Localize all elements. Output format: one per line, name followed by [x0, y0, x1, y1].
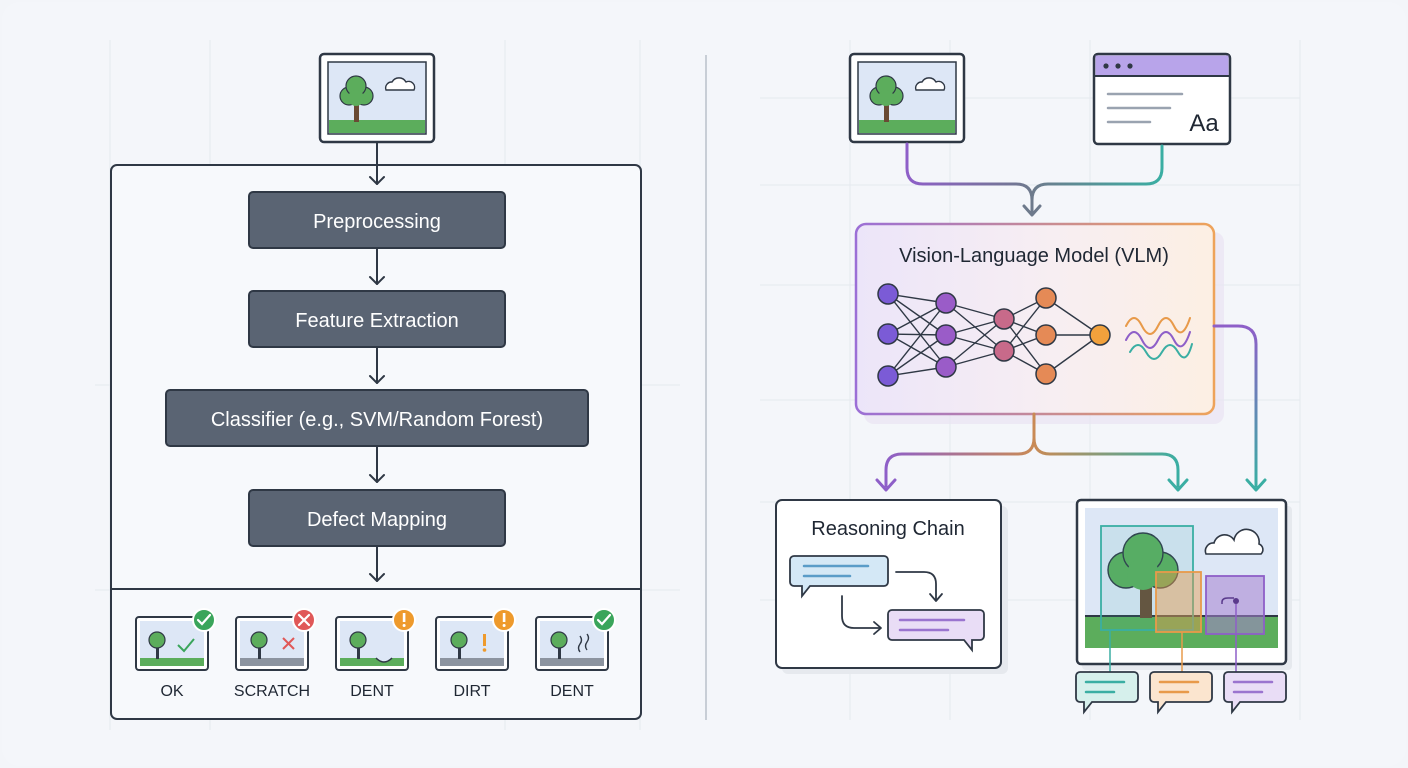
step-label: Preprocessing	[313, 211, 441, 233]
output-wires	[884, 324, 1258, 488]
check-mark-icon	[177, 638, 195, 653]
result-dirt: DIRT	[435, 608, 516, 700]
callout-teal	[1075, 671, 1139, 715]
step-label: Feature Extraction	[295, 310, 458, 332]
pipeline-arrows	[369, 141, 385, 582]
tree-icon	[250, 631, 268, 659]
result-label: DIRT	[453, 683, 490, 700]
cloud-icon	[914, 77, 946, 91]
input-image-left	[318, 52, 436, 144]
dent-mark-icon	[375, 657, 393, 663]
result-label: OK	[160, 683, 183, 700]
callout-orange	[1149, 671, 1213, 715]
step-label: Classifier (e.g., SVM/Random Forest)	[211, 409, 543, 431]
reasoning-title: Reasoning Chain	[811, 518, 964, 540]
bbox-teal	[1100, 525, 1194, 631]
ok-badge-icon	[192, 608, 216, 632]
dirt-mark-icon	[482, 634, 487, 652]
signal-wave-icon	[1125, 317, 1193, 360]
annotated-image-card	[1075, 498, 1292, 670]
pipeline-step-feature-extraction: Feature Extraction	[248, 290, 506, 348]
input-image-right	[848, 52, 966, 144]
scratch-mark-icon	[282, 637, 295, 650]
callout-connectors	[1109, 604, 1237, 672]
output-arrowheads	[875, 478, 1267, 492]
result-label: SCRATCH	[234, 683, 310, 700]
bbox-orange	[1155, 571, 1202, 633]
pipeline-step-classifier: Classifier (e.g., SVM/Random Forest)	[165, 389, 589, 447]
arrow-into-vlm-icon	[1022, 204, 1042, 217]
tree-icon	[550, 631, 568, 659]
input-wires	[905, 142, 1164, 214]
result-dent-second: DENT	[535, 608, 616, 700]
text-lines-icon	[1106, 92, 1184, 124]
cloud-icon	[384, 77, 416, 91]
wave-mark-icon	[577, 633, 590, 653]
tree-icon	[349, 631, 367, 659]
tree-icon	[1107, 532, 1179, 618]
callout-purple	[1223, 671, 1287, 715]
ok-badge-icon	[592, 608, 616, 632]
tree-icon	[148, 631, 166, 659]
result-label: DENT	[550, 683, 594, 700]
pipeline-step-preprocessing: Preprocessing	[248, 191, 506, 249]
tree-icon	[450, 631, 468, 659]
neural-network-icon	[877, 283, 1111, 387]
result-dent: DENT	[335, 608, 416, 700]
vlm-title: Vision-Language Model (VLM)	[899, 245, 1169, 267]
text-input-window: Aa	[1092, 52, 1232, 146]
step-label: Defect Mapping	[307, 509, 447, 531]
chat-bubble-icon	[887, 609, 985, 653]
result-scratch: SCRATCH	[234, 608, 316, 700]
tree-icon	[339, 75, 374, 122]
tree-icon	[869, 75, 904, 122]
window-dots-icon	[1103, 63, 1133, 69]
chat-bubble-icon	[789, 555, 889, 599]
result-label: DENT	[350, 683, 394, 700]
bbox-purple	[1205, 575, 1265, 635]
flow-arrows-icon	[841, 571, 943, 635]
reasoning-chain-card: Reasoning Chain	[775, 499, 1008, 674]
cloud-icon	[1204, 528, 1264, 555]
font-glyph-icon: Aa	[1189, 110, 1219, 137]
result-ok: OK	[135, 608, 216, 700]
pipeline-step-defect-mapping: Defect Mapping	[248, 489, 506, 547]
